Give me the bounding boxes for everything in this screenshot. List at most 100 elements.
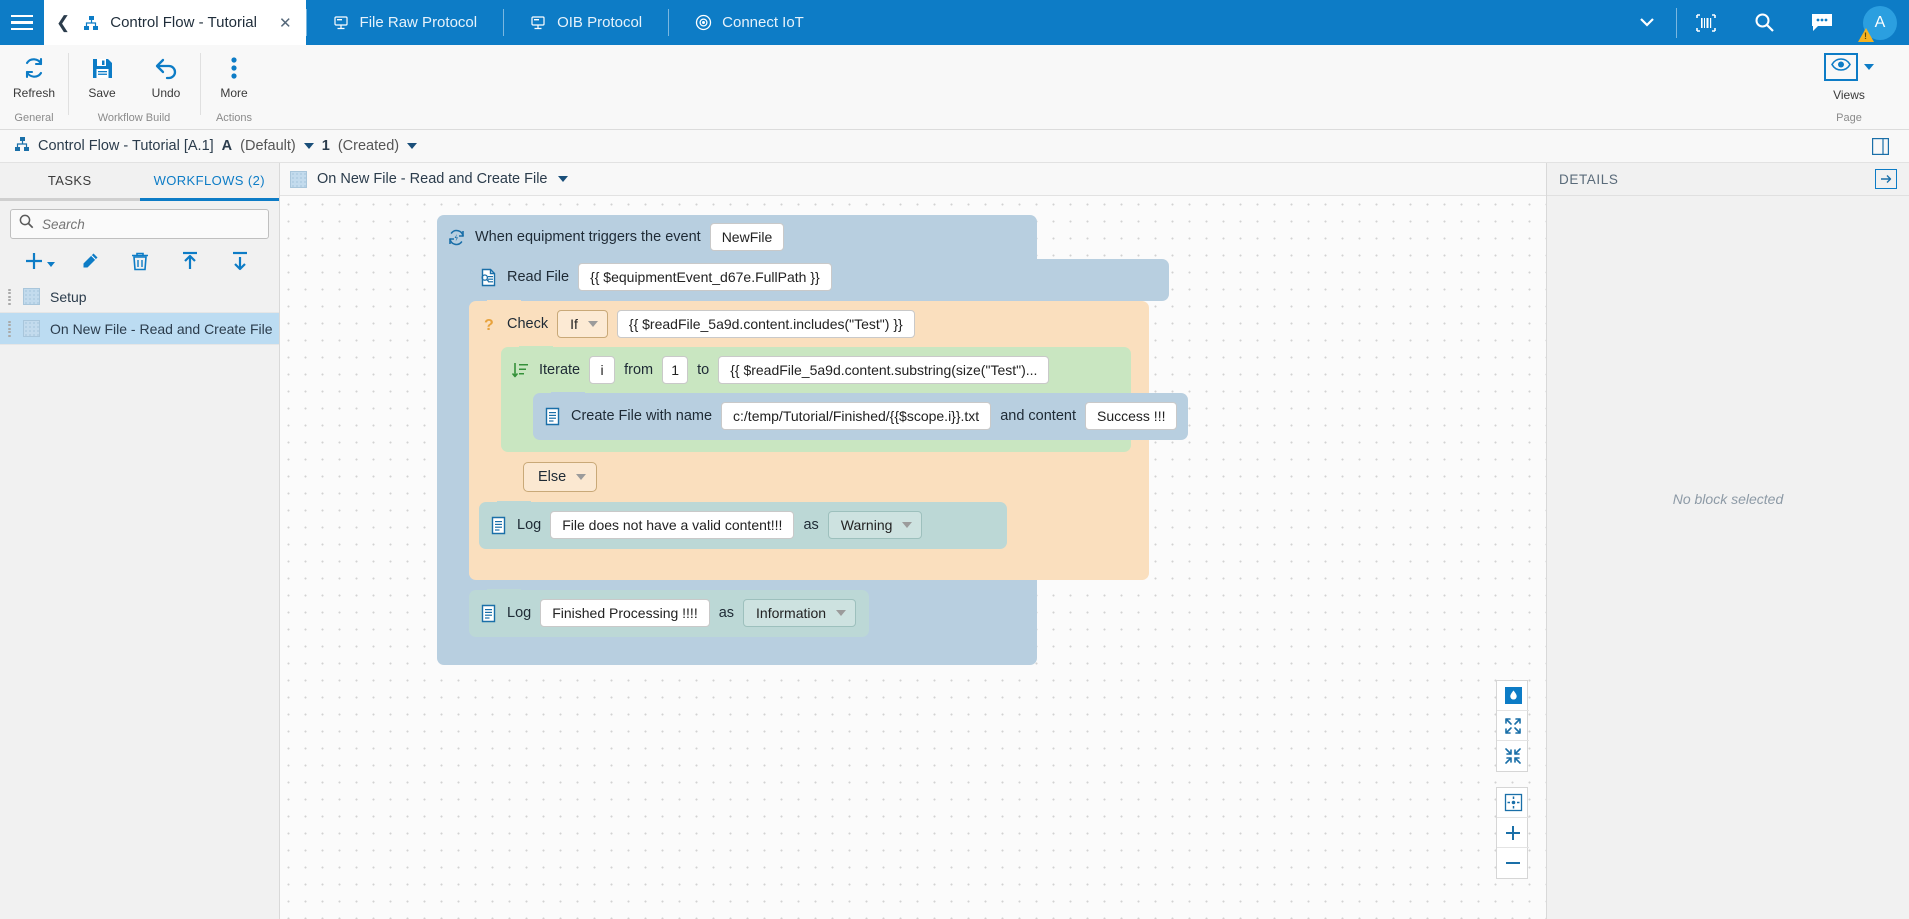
log-warning-message-field[interactable]: File does not have a valid content!!! (550, 511, 794, 539)
close-icon[interactable]: ✕ (279, 14, 292, 32)
create-file-name-field[interactable]: c:/temp/Tutorial/Finished/{{$scope.i}}.t… (721, 402, 991, 430)
read-file-label: Read File (507, 269, 569, 285)
details-empty-message: No block selected (1673, 491, 1784, 507)
theme-button[interactable] (1497, 681, 1529, 711)
views-button[interactable] (1824, 53, 1858, 81)
ribbon-group-label: General (2, 112, 66, 129)
collapse-all-button[interactable] (1497, 741, 1529, 771)
ribbon-group-workflow-build: Save Undo Workflow Build (68, 45, 200, 129)
tab-label: Connect IoT (722, 14, 804, 31)
block-read-file[interactable]: Read File {{ $equipmentEvent_d67e.FullPa… (469, 259, 1169, 301)
zoom-out-button[interactable] (1497, 848, 1529, 878)
tab-workflows[interactable]: WORKFLOWS (2) (140, 163, 280, 201)
block-trigger[interactable]: When equipment triggers the event NewFil… (437, 215, 1037, 665)
avatar[interactable]: A (1851, 0, 1909, 45)
event-trigger-icon (447, 228, 466, 247)
views-label: Views (1833, 88, 1865, 102)
iterate-from-field[interactable]: 1 (662, 356, 688, 384)
iterate-variable-field[interactable]: i (589, 356, 615, 384)
block-log-warning[interactable]: Log File does not have a valid content!!… (479, 502, 1007, 549)
more-button[interactable]: More (202, 51, 266, 104)
topbar-right-actions: A (1618, 0, 1909, 45)
log-information-level-dropdown[interactable]: Information (743, 599, 856, 627)
block-check[interactable]: ? Check If {{ $readFile_5a9d.content.inc… (469, 301, 1149, 580)
delete-workflow-button[interactable] (114, 252, 164, 271)
create-file-content-field[interactable]: Success !!! (1085, 402, 1177, 430)
breadcrumb: Control Flow - Tutorial [A.1] A (Default… (0, 130, 1909, 163)
undo-icon (154, 55, 179, 81)
chat-icon[interactable] (1793, 0, 1851, 45)
else-branch-dropdown[interactable]: Else (523, 462, 597, 492)
back-chevron-icon[interactable]: ❮ (56, 13, 70, 33)
workflow-root: When equipment triggers the event NewFil… (437, 215, 1037, 665)
search-container (0, 201, 279, 243)
block-create-file[interactable]: Create File with name c:/temp/Tutorial/F… (533, 393, 1188, 440)
tab-tasks-label: TASKS (48, 173, 92, 188)
tab-tasks[interactable]: TASKS (0, 163, 140, 201)
log-information-level-value: Information (756, 605, 826, 621)
search-icon[interactable] (1735, 0, 1793, 45)
version-dropdown-caret-icon[interactable] (304, 143, 314, 149)
undo-label: Undo (152, 86, 181, 100)
list-item[interactable]: On New File - Read and Create File (0, 313, 279, 345)
chevron-down-icon (576, 474, 586, 480)
ribbon-toolbar: Refresh General Save Undo (0, 45, 1909, 130)
check-condition-type-dropdown[interactable]: If (557, 310, 608, 338)
export-workflow-button[interactable] (215, 251, 265, 271)
tab-oib-protocol[interactable]: OIB Protocol (503, 0, 668, 45)
canvas-title-dropdown-caret-icon[interactable] (558, 176, 568, 182)
log-information-message-field[interactable]: Finished Processing !!!! (540, 599, 710, 627)
revision-dropdown-caret-icon[interactable] (407, 143, 417, 149)
tab-control-flow-tutorial[interactable]: ❮ Control Flow - Tutorial ✕ (44, 0, 306, 45)
list-item[interactable]: Setup (0, 281, 279, 313)
check-label: Check (507, 316, 548, 332)
save-button[interactable]: Save (70, 51, 134, 104)
zoom-in-button[interactable] (1497, 818, 1529, 848)
workflow-canvas[interactable]: When equipment triggers the event NewFil… (280, 196, 1546, 919)
read-file-path-field[interactable]: {{ $equipmentEvent_d67e.FullPath }} (578, 263, 832, 291)
tab-file-raw-protocol[interactable]: File Raw Protocol (306, 0, 504, 45)
barcode-icon[interactable] (1677, 0, 1735, 45)
search-input[interactable] (42, 217, 260, 232)
hamburger-menu-icon[interactable] (0, 0, 44, 45)
chevron-down-icon[interactable] (1618, 0, 1676, 45)
iterate-to-field[interactable]: {{ $readFile_5a9d.content.substring(size… (718, 356, 1049, 384)
log-information-label: Log (507, 605, 531, 621)
search-box[interactable] (10, 209, 269, 239)
refresh-button[interactable]: Refresh (2, 51, 66, 104)
block-log-information[interactable]: Log Finished Processing !!!! as Informat… (469, 590, 869, 637)
import-workflow-button[interactable] (165, 251, 215, 271)
edit-workflow-button[interactable] (64, 252, 114, 271)
topbar-spacer (830, 0, 1618, 45)
drag-handle-icon[interactable] (8, 321, 13, 337)
block-iterate[interactable]: Iterate i from 1 to {{ $readFile_5a9d.co… (501, 347, 1131, 452)
create-file-content-label: and content (1000, 408, 1076, 424)
tab-connect-iot[interactable]: Connect IoT (668, 0, 830, 45)
log-icon (489, 516, 508, 535)
tab-label: File Raw Protocol (360, 14, 478, 31)
tab-label: Control Flow - Tutorial (110, 14, 257, 31)
arrow-right-box-icon[interactable] (1875, 169, 1897, 189)
expand-all-button[interactable] (1497, 711, 1529, 741)
check-expression-field[interactable]: {{ $readFile_5a9d.content.includes("Test… (617, 310, 915, 338)
views-dropdown-caret-icon[interactable] (1864, 64, 1874, 70)
view-controls-group-top (1496, 680, 1528, 772)
revision-number: 1 (322, 138, 330, 154)
trigger-event-field[interactable]: NewFile (710, 223, 785, 251)
details-title: DETAILS (1559, 172, 1618, 187)
undo-button[interactable]: Undo (134, 51, 198, 104)
drag-handle-icon[interactable] (8, 289, 13, 305)
details-panel: DETAILS No block selected (1546, 163, 1909, 919)
tab-workflows-label: WORKFLOWS (2) (154, 173, 265, 188)
else-drop-zone (479, 549, 1139, 571)
panel-toggle-icon[interactable] (1872, 138, 1895, 155)
workflow-swatch-icon (23, 288, 40, 305)
eye-icon (1831, 58, 1851, 76)
log-warning-level-dropdown[interactable]: Warning (828, 511, 923, 539)
read-file-icon (479, 268, 498, 287)
canvas-view-controls (1496, 680, 1528, 879)
fit-to-screen-button[interactable] (1497, 788, 1529, 818)
add-workflow-button[interactable] (14, 251, 64, 271)
ribbon-group-actions: More Actions (200, 45, 268, 129)
log-warning-label: Log (517, 517, 541, 533)
